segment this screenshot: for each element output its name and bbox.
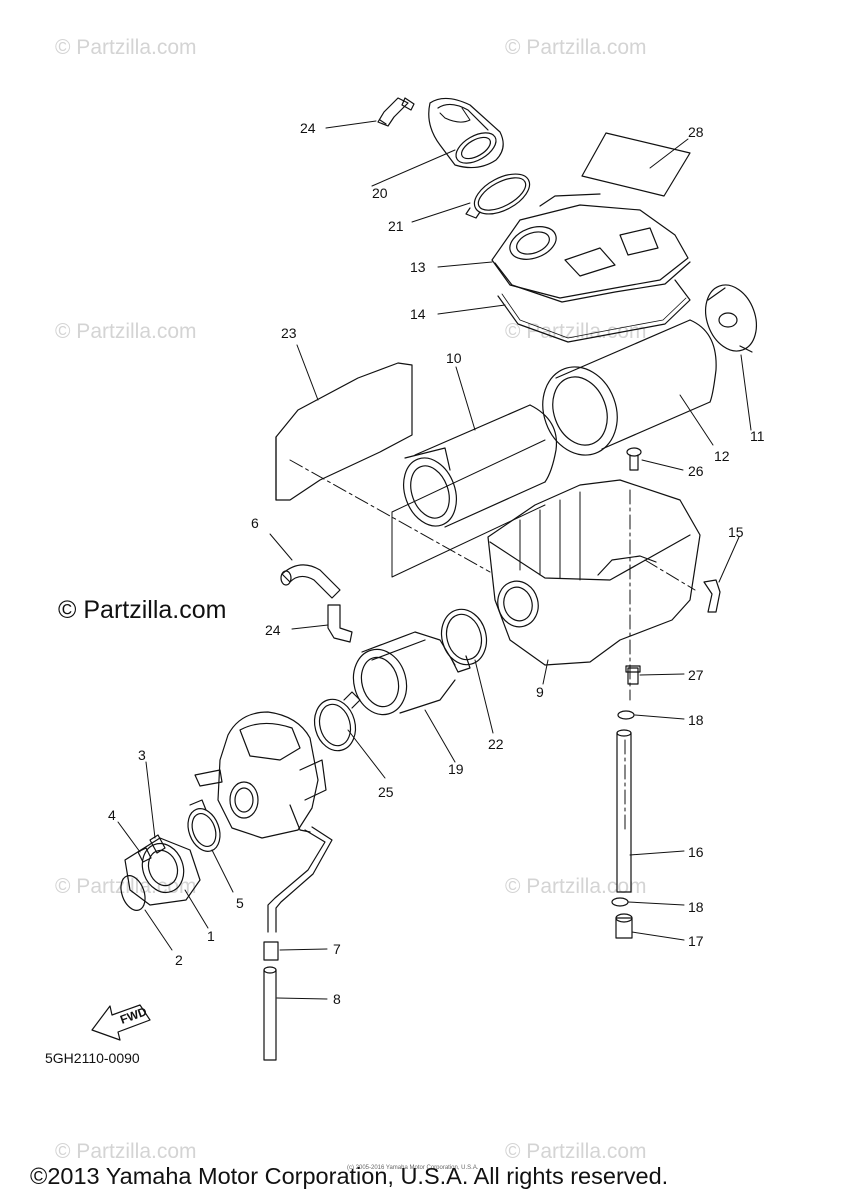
callout-12: 12 — [714, 448, 730, 464]
part-23-panel — [275, 362, 413, 501]
carburetor — [194, 711, 327, 839]
callout-25: 25 — [378, 784, 394, 800]
carb-drain-tube — [267, 826, 333, 933]
watermark-low-right: © Partzilla.com — [505, 875, 647, 898]
callout-2: 2 — [175, 952, 183, 968]
part-7-connector — [263, 941, 279, 961]
callout-17: 17 — [688, 933, 704, 949]
watermark-top-right: © Partzilla.com — [505, 36, 647, 59]
callout-18-upper: 18 — [688, 712, 704, 728]
callout-18-lower: 18 — [688, 899, 704, 915]
part-10-filter-guide — [403, 404, 558, 528]
fwd-label: FWD — [118, 1004, 149, 1027]
callout-6: 6 — [251, 515, 259, 531]
part-13-airbox-cap — [491, 193, 691, 303]
watermark-bottom-left: © Partzilla.com — [55, 1140, 197, 1163]
fine-print: (c) 2005-2016 Yamaha Motor Corporation, … — [347, 1165, 479, 1171]
part-20-intake-boot — [428, 97, 504, 169]
callout-20: 20 — [372, 185, 388, 201]
part-17-plug — [615, 913, 633, 939]
callout-26: 26 — [688, 463, 704, 479]
part-1-manifold — [124, 837, 201, 906]
part-21-clamp — [465, 173, 531, 219]
callout-leader-lines — [117, 120, 752, 1000]
callout-9: 9 — [536, 684, 544, 700]
part-5-clamp — [187, 799, 221, 852]
filter-outline-box — [391, 439, 546, 578]
watermark-top-left: © Partzilla.com — [55, 36, 197, 59]
callout-15: 15 — [728, 524, 744, 540]
callout-3: 3 — [138, 747, 146, 763]
part-28-label-sticker — [581, 132, 691, 197]
part-26-screw — [626, 447, 642, 471]
part-6-hose — [280, 564, 341, 599]
diagram-code: 5GH2110-0090 — [45, 1050, 140, 1066]
callout-8: 8 — [333, 991, 341, 1007]
callout-10: 10 — [446, 350, 462, 366]
part-11-end-cap — [705, 284, 757, 353]
callout-24-top: 24 — [300, 120, 316, 136]
callout-21: 21 — [388, 218, 404, 234]
callout-28: 28 — [688, 124, 704, 140]
part-25-clamp — [313, 691, 361, 752]
part-9-airbox-case — [487, 479, 701, 666]
callout-27: 27 — [688, 667, 704, 683]
callout-7: 7 — [333, 941, 341, 957]
callout-14: 14 — [410, 306, 426, 322]
part-2-o-ring — [120, 875, 146, 911]
part-12-filter-element — [542, 319, 717, 456]
callout-1: 1 — [207, 928, 215, 944]
part-16-drain-hose — [616, 729, 632, 893]
watermark-mid-right: © Partzilla.com — [505, 320, 647, 343]
part-8-tube — [263, 966, 277, 1061]
part-19-joint — [352, 631, 456, 716]
part-14-gasket — [497, 279, 691, 343]
callout-16: 16 — [688, 844, 704, 860]
callout-22: 22 — [488, 736, 504, 752]
fwd-arrow — [91, 1004, 151, 1041]
callout-19: 19 — [448, 761, 464, 777]
part-22-clamp — [440, 608, 488, 673]
part-24-lower-elbow — [327, 604, 353, 643]
copyright-footer: ©2013 Yamaha Motor Corporation, U.S.A. A… — [30, 1163, 669, 1189]
part-27-bolt — [625, 665, 641, 685]
callout-5: 5 — [236, 895, 244, 911]
watermark-mid-left: © Partzilla.com — [55, 320, 197, 343]
watermark-bottom-right: © Partzilla.com — [505, 1140, 647, 1163]
callout-24-lower: 24 — [265, 622, 281, 638]
callout-23: 23 — [281, 325, 297, 341]
callout-4: 4 — [108, 807, 116, 823]
callout-11: 11 — [750, 428, 765, 444]
part-15-clip — [703, 579, 721, 613]
part-4-bolt — [137, 847, 152, 863]
part-24-top-elbow — [377, 97, 415, 127]
watermark-main: © Partzilla.com — [58, 596, 227, 624]
assembly-guide-lines — [289, 459, 696, 831]
callout-numbers: 24 20 21 13 14 28 23 10 11 12 26 15 6 24… — [108, 120, 765, 1007]
callout-13: 13 — [410, 259, 426, 275]
